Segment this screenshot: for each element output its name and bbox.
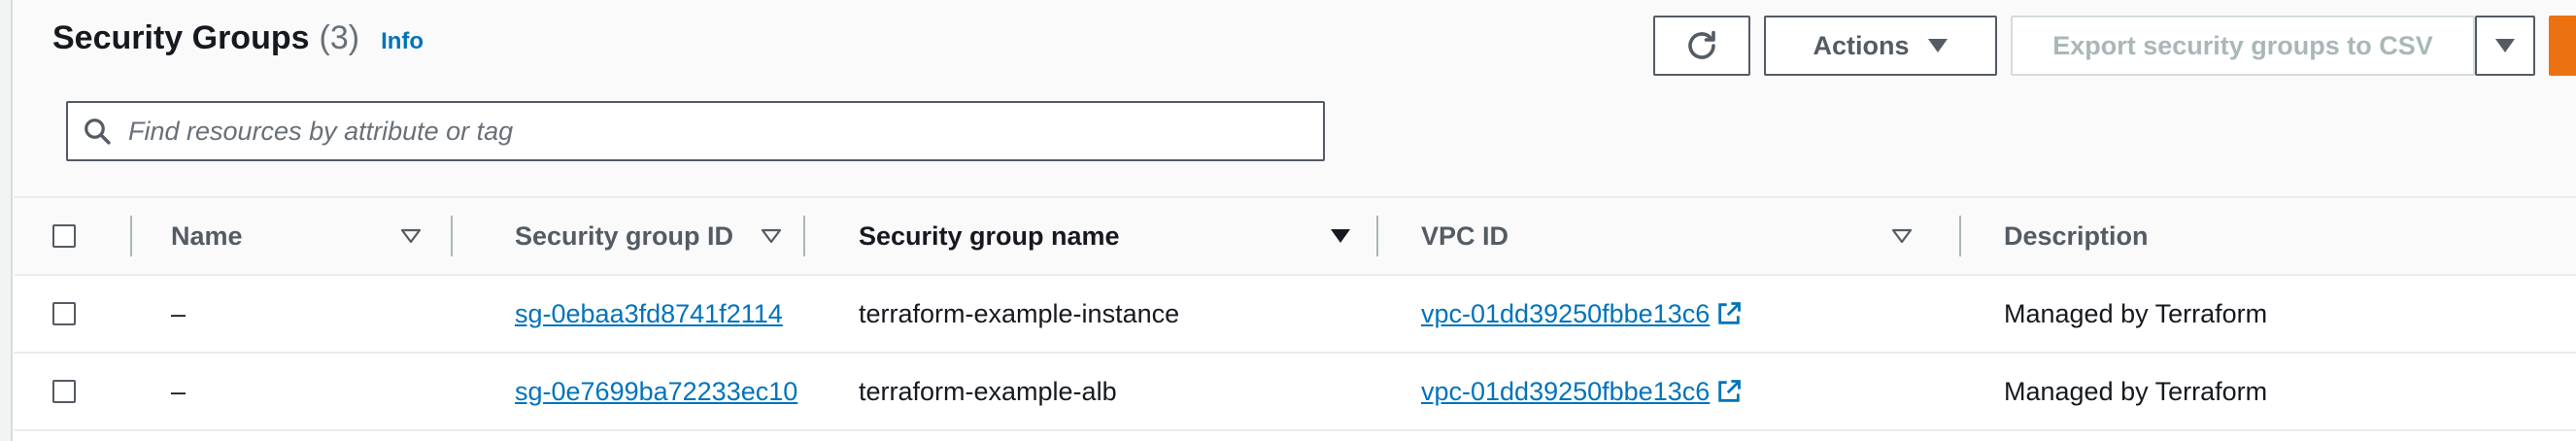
sort-icon[interactable] bbox=[761, 198, 782, 274]
sort-icon[interactable] bbox=[400, 198, 422, 274]
security-group-id-link[interactable]: sg-0ebaa3fd8741f2114 bbox=[515, 298, 783, 328]
cell-description: Managed by Terraform bbox=[2004, 376, 2268, 406]
column-label: Name bbox=[171, 220, 243, 251]
column-label: VPC ID bbox=[1421, 220, 1509, 251]
column-divider bbox=[1376, 216, 1378, 256]
column-divider bbox=[803, 216, 805, 256]
column-label: Security group ID bbox=[515, 220, 734, 251]
column-header-description[interactable]: Description bbox=[1981, 197, 2576, 275]
info-link[interactable]: Info bbox=[381, 28, 424, 54]
vpc-id-link[interactable]: vpc-01dd39250fbbe13c6 bbox=[1421, 377, 1743, 407]
search-icon bbox=[68, 117, 126, 146]
caret-down-icon bbox=[1927, 39, 1948, 52]
refresh-icon bbox=[1688, 30, 1715, 59]
row-checkbox[interactable] bbox=[52, 380, 76, 403]
search-bar bbox=[66, 101, 1325, 161]
select-all-cell bbox=[14, 197, 119, 275]
cell-vpc-id: vpc-01dd39250fbbe13c6 bbox=[1398, 275, 1981, 353]
search-input[interactable] bbox=[126, 106, 1323, 156]
actions-button[interactable]: Actions bbox=[1764, 16, 1997, 76]
row-checkbox[interactable] bbox=[52, 302, 76, 325]
column-divider bbox=[451, 216, 453, 256]
vpc-id-link[interactable]: vpc-01dd39250fbbe13c6 bbox=[1421, 299, 1743, 329]
cell-security-group-id: sg-0ebaa3fd8741f2114 bbox=[471, 275, 815, 353]
create-security-group-button[interactable] bbox=[2549, 16, 2576, 76]
title-row: Security Groups (3) Info bbox=[52, 19, 424, 57]
refresh-button[interactable] bbox=[1653, 16, 1750, 76]
row-select-cell bbox=[14, 275, 119, 353]
cell-vpc-id: vpc-01dd39250fbbe13c6 bbox=[1398, 353, 1981, 430]
sort-icon[interactable] bbox=[1891, 198, 1913, 274]
security-group-id-link[interactable]: sg-0e7699ba72233ec10 bbox=[515, 376, 798, 406]
column-divider bbox=[1959, 216, 1961, 256]
cell-security-group-id: sg-0e7699ba72233ec10 bbox=[471, 353, 815, 430]
select-all-checkbox[interactable] bbox=[52, 224, 76, 248]
column-header-security-group-id[interactable]: Security group ID bbox=[471, 197, 815, 275]
table-row[interactable]: – sg-0ebaa3fd8741f2114 terraform-example… bbox=[14, 275, 2576, 353]
cell-name: – bbox=[171, 376, 186, 406]
column-header-name[interactable]: Name bbox=[119, 197, 471, 275]
left-edge-rule bbox=[0, 0, 13, 441]
column-label: Security group name bbox=[859, 220, 1120, 251]
column-divider bbox=[130, 216, 132, 256]
cell-description: Managed by Terraform bbox=[2004, 298, 2268, 328]
export-label: Export security groups to CSV bbox=[2052, 30, 2433, 60]
page-title: Security Groups bbox=[52, 19, 310, 56]
cell-security-group-name: terraform-example-alb bbox=[859, 376, 1117, 406]
external-link-icon bbox=[1718, 302, 1742, 324]
page-header: Security Groups (3) Info Actions Export … bbox=[14, 0, 2576, 196]
export-csv-button[interactable]: Export security groups to CSV bbox=[2011, 16, 2475, 76]
group-count: (3) bbox=[319, 19, 360, 56]
column-header-security-group-name[interactable]: Security group name bbox=[815, 197, 1398, 275]
toolbar: Actions Export security groups to CSV bbox=[1653, 16, 2576, 76]
column-label: Description bbox=[2004, 220, 2149, 251]
caret-down-icon bbox=[2495, 39, 2515, 52]
export-dropdown-button[interactable] bbox=[2475, 16, 2535, 76]
external-link-icon bbox=[1718, 380, 1742, 402]
security-groups-table: Name Security group ID S bbox=[14, 196, 2576, 431]
table-header-row: Name Security group ID S bbox=[14, 197, 2576, 275]
table-row[interactable]: – sg-0e7699ba72233ec10 terraform-example… bbox=[14, 353, 2576, 430]
cell-name: – bbox=[171, 298, 186, 328]
column-header-vpc-id[interactable]: VPC ID bbox=[1398, 197, 1981, 275]
actions-label: Actions bbox=[1813, 30, 1910, 60]
sort-active-icon[interactable] bbox=[1330, 198, 1351, 274]
row-select-cell bbox=[14, 353, 119, 430]
cell-security-group-name: terraform-example-instance bbox=[859, 298, 1180, 328]
